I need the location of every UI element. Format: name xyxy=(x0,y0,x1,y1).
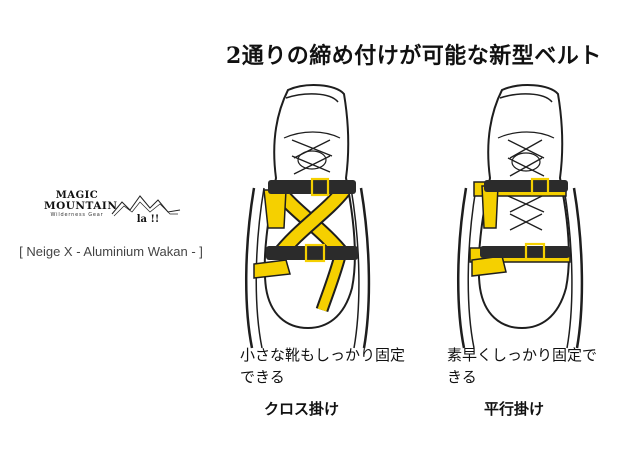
boot-left xyxy=(244,84,371,349)
magic-mountain-logo: MAGIC MOUNTAIN Wilderness Gear xyxy=(44,190,118,219)
select-shop-logo: la !! xyxy=(110,192,182,226)
method-label-cross: クロス掛け xyxy=(264,400,340,418)
mountain-logo-icon: la !! xyxy=(111,195,181,225)
method-label-parallel: 平行掛け xyxy=(484,400,545,418)
logo-wordmark: la !! xyxy=(137,214,160,225)
binding-illustrations xyxy=(226,78,636,358)
logo-text-line1: MAGIC xyxy=(55,190,99,201)
brand-panel: MAGIC MOUNTAIN Wilderness Gear la !! [ N… xyxy=(0,150,222,270)
logo-tagline: Wilderness Gear xyxy=(50,212,104,218)
caption-cross-binding: 小さな靴もしっかり固定できる xyxy=(240,346,406,386)
boot-right xyxy=(456,84,584,349)
caption-parallel-binding: 素早くしっかり固定できる xyxy=(447,346,598,386)
page-title: 2通りの締め付けが可能な新型ベルト xyxy=(226,43,602,69)
product-name: [ Neige X - Aluminium Wakan - ] xyxy=(19,244,203,259)
boot-diagram xyxy=(244,84,584,349)
logo-text-line2: MOUNTAIN xyxy=(44,200,118,212)
